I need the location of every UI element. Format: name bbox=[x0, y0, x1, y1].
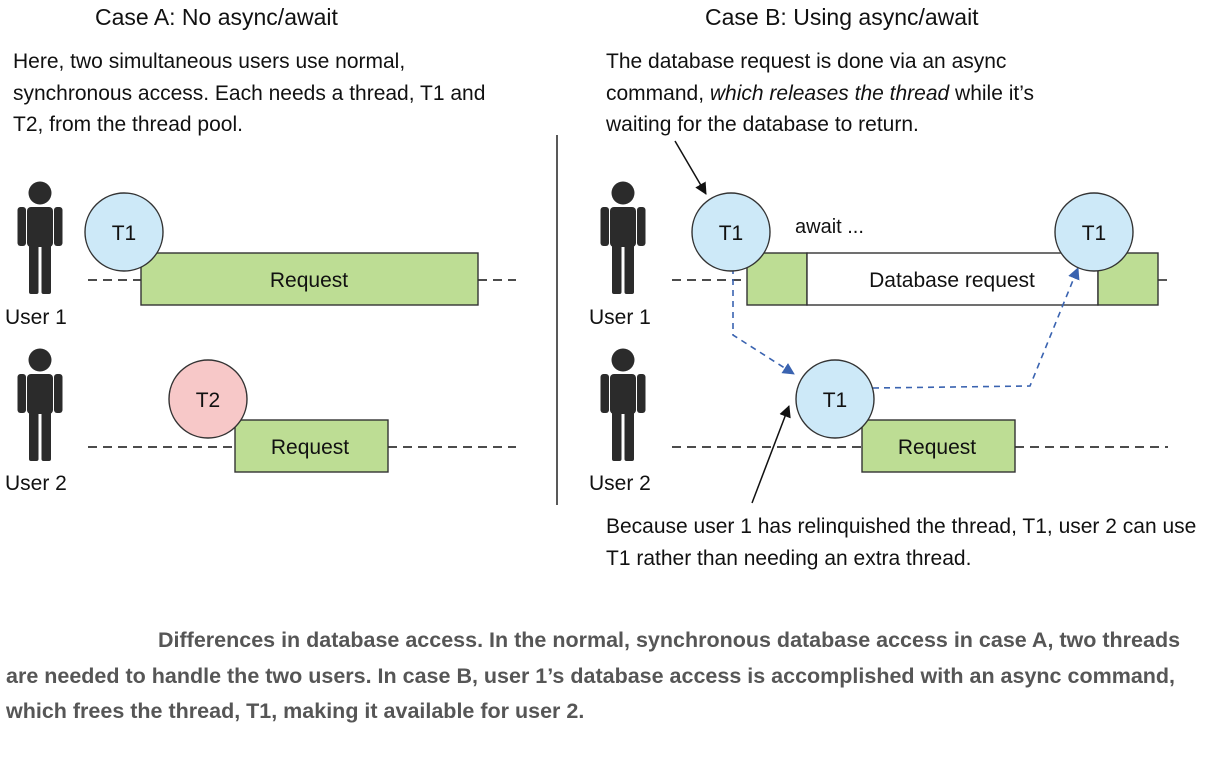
thread-released-arrow bbox=[732, 268, 795, 375]
figure-caption: Differences in database access. In the n… bbox=[6, 623, 1181, 730]
case-b-request-2-label: Request bbox=[898, 436, 976, 459]
case-b-thread-t1-end bbox=[1054, 192, 1134, 272]
case-b-thread-t1-end-label: T1 bbox=[1082, 222, 1107, 245]
case-b-description: The database request is done via an asyn… bbox=[606, 46, 1096, 141]
case-a-request-2 bbox=[234, 419, 389, 473]
case-b-user-2-label: User 2 bbox=[589, 472, 651, 495]
thread-returned-arrow bbox=[872, 267, 1080, 389]
case-b-request-2 bbox=[861, 419, 1016, 473]
figure-caption-text: Differences in database access. In the n… bbox=[6, 628, 1181, 723]
case-b-thread-t1-start bbox=[691, 192, 771, 272]
case-a-thread-t2-label: T2 bbox=[196, 389, 221, 412]
case-b-title: Case B: Using async/await bbox=[705, 4, 979, 30]
case-b-bottom-note: Because user 1 has relinquished the thre… bbox=[606, 515, 1197, 570]
case-a-user-2-label: User 2 bbox=[5, 472, 67, 495]
case-b-description-emphasis: which releases the thread bbox=[709, 81, 950, 105]
case-b-thread-t1-user2-label: T1 bbox=[823, 389, 848, 412]
user-1-figure-case-b bbox=[600, 181, 646, 294]
case-a-request-1-label: Request bbox=[270, 269, 348, 292]
user-1-figure-case-a bbox=[17, 181, 63, 294]
case-a-user-1-label: User 1 bbox=[5, 306, 67, 329]
case-b-user-1-label: User 1 bbox=[589, 306, 651, 329]
case-b-database-request bbox=[806, 252, 1099, 306]
user-2-figure-case-a bbox=[17, 348, 63, 461]
case-b-description-start: The database request is done via an asyn… bbox=[606, 50, 1007, 105]
case-a-thread-t1-label: T1 bbox=[112, 222, 137, 245]
async-note-arrow bbox=[674, 140, 707, 195]
case-b-thread-t1-start-label: T1 bbox=[719, 222, 744, 245]
case-b-database-request-label: Database request bbox=[869, 269, 1035, 292]
user-2-figure-case-b bbox=[600, 348, 646, 461]
case-a-description: Here, two simultaneous users use normal,… bbox=[13, 50, 486, 136]
case-a-request-1 bbox=[140, 252, 479, 306]
case-a-title: Case A: No async/await bbox=[95, 4, 338, 30]
relinquish-note-arrow bbox=[751, 405, 791, 504]
case-a-thread-t2 bbox=[168, 359, 248, 439]
case-b-await-label: await ... bbox=[795, 216, 864, 238]
case-b-thread-t1-user2 bbox=[795, 359, 875, 439]
case-a-request-2-label: Request bbox=[271, 436, 349, 459]
case-b-description-end: while it’s waiting for the database to r… bbox=[606, 81, 1034, 137]
case-a-thread-t1 bbox=[84, 192, 164, 272]
